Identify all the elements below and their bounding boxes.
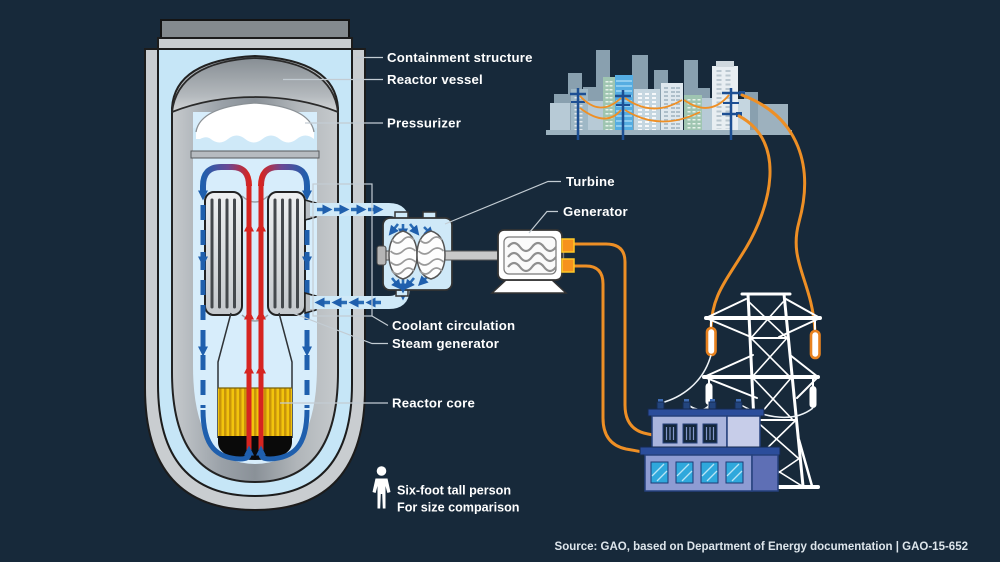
person-note-line1: Six-foot tall person (397, 484, 511, 498)
reactor-core-group (217, 312, 293, 460)
label-reactor-vessel: Reactor vessel (387, 72, 483, 87)
person-note-line2: For size comparison (397, 501, 519, 515)
person-icon (376, 466, 387, 476)
person-scale-figure: Six-foot tall person For size comparison (372, 466, 519, 515)
long-power-wires (709, 93, 817, 333)
generator-pedestal (490, 279, 568, 294)
bundle-top-arc (241, 195, 269, 203)
transformer-upper-side (726, 415, 761, 451)
transformer-lower-side (751, 454, 779, 492)
generator-wire-lower (572, 264, 662, 457)
generator-terminal-lower (561, 258, 575, 273)
coolant-flow-arrows (198, 164, 312, 462)
utility-poles (570, 88, 745, 140)
transformer-building (639, 399, 781, 492)
label-pressurizer: Pressurizer (387, 116, 461, 131)
insulator-orange-left (705, 326, 717, 357)
label-coolant-circulation: Coolant circulation (392, 318, 515, 333)
diagram-labels: Containment structure Reactor vessel Pre… (387, 50, 628, 411)
label-containment-structure: Containment structure (387, 50, 533, 65)
transformer-vents (662, 423, 718, 444)
turbine-group (376, 211, 502, 297)
generator-output-wires (572, 242, 670, 457)
core-base (218, 436, 292, 460)
wire-city-to-right-insulator (740, 93, 817, 333)
turbine-end-knob (376, 245, 387, 266)
generator-terminal-upper (561, 238, 575, 253)
turbine-wheel-right (416, 230, 446, 280)
insulator-white-right (809, 386, 817, 408)
generator-wire-upper (572, 242, 670, 440)
generator-group (490, 229, 575, 294)
turbine-wheel-left (388, 230, 418, 280)
pressurizer-arch-line (195, 102, 315, 133)
label-leaders (280, 56, 561, 404)
city-drape-wires (579, 94, 730, 123)
vessel-divider (190, 150, 320, 159)
wire-city-to-left-insulator (709, 114, 772, 330)
transformer-upper-roof (647, 408, 765, 417)
source-attribution: Source: GAO, based on Department of Ener… (555, 541, 968, 553)
containment-shell (144, 37, 366, 512)
label-generator: Generator (563, 204, 628, 219)
transformer-windows (650, 461, 744, 484)
vessel-dome (170, 57, 340, 114)
transformer-lower-roof (639, 446, 781, 456)
steam-generator-group (204, 191, 306, 322)
insulator-orange-right (809, 329, 821, 360)
label-steam-generator: Steam generator (392, 336, 499, 351)
pressurizer-steam (196, 103, 314, 143)
label-reactor-core: Reactor core (392, 396, 475, 411)
transmission-tower (702, 292, 822, 489)
label-turbine: Turbine (566, 174, 615, 189)
city-base (546, 130, 792, 135)
city-skyline (546, 50, 792, 140)
